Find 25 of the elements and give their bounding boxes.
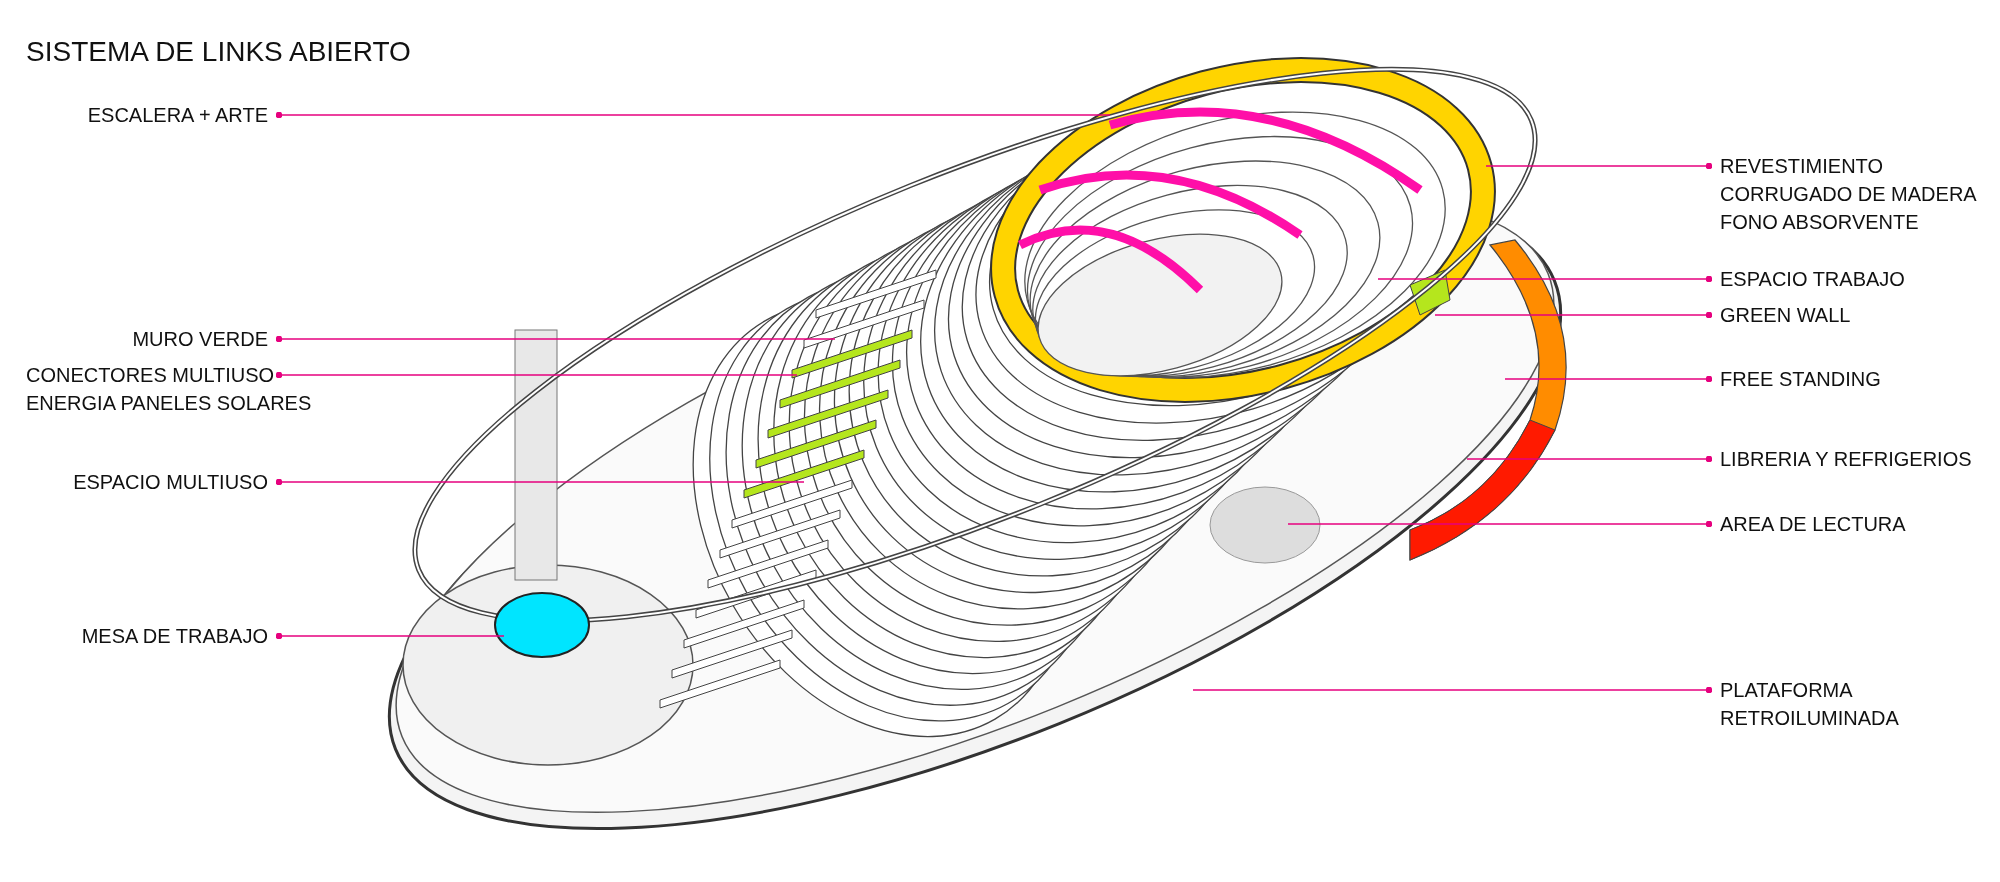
callout-label: MURO VERDE [132, 327, 268, 352]
callout-label: LIBRERIA Y REFRIGERIOS [1720, 447, 1972, 472]
callout-label: FREE STANDING [1720, 367, 1881, 392]
leader-line [1504, 375, 1713, 383]
callout-label: ESPACIO TRABAJO [1720, 267, 1905, 292]
callout-label: MESA DE TRABAJO [81, 624, 268, 649]
leader-line [1485, 162, 1713, 170]
callout-label: GREEN WALL [1720, 303, 1851, 328]
leader-line [275, 335, 836, 343]
leader-line [275, 478, 805, 486]
callout-label: CONECTORES MULTIUSO ENERGIA PANELES SOLARES [26, 363, 313, 416]
leader-line [1377, 275, 1713, 283]
leader-line [1466, 455, 1713, 463]
callout-label: ESPACIO MULTIUSO [73, 470, 268, 495]
leader-line [1434, 311, 1713, 319]
leader-line [1192, 686, 1713, 694]
leader-line [275, 111, 1111, 119]
leader-line [275, 632, 505, 640]
leader-line [275, 371, 798, 379]
callout-label: PLATAFORMA RETROILUMINADA [1720, 678, 1900, 731]
callout-label: ESCALERA + ARTE [87, 103, 268, 128]
callout-label: REVESTIMIENTO CORRUGADO DE MADERA FONO ABSORVENTE [1720, 154, 1978, 235]
leader-line [1287, 520, 1713, 528]
callout-label: AREA DE LECTURA [1720, 512, 1906, 537]
diagram-title: SISTEMA DE LINKS ABIERTO [26, 36, 411, 68]
